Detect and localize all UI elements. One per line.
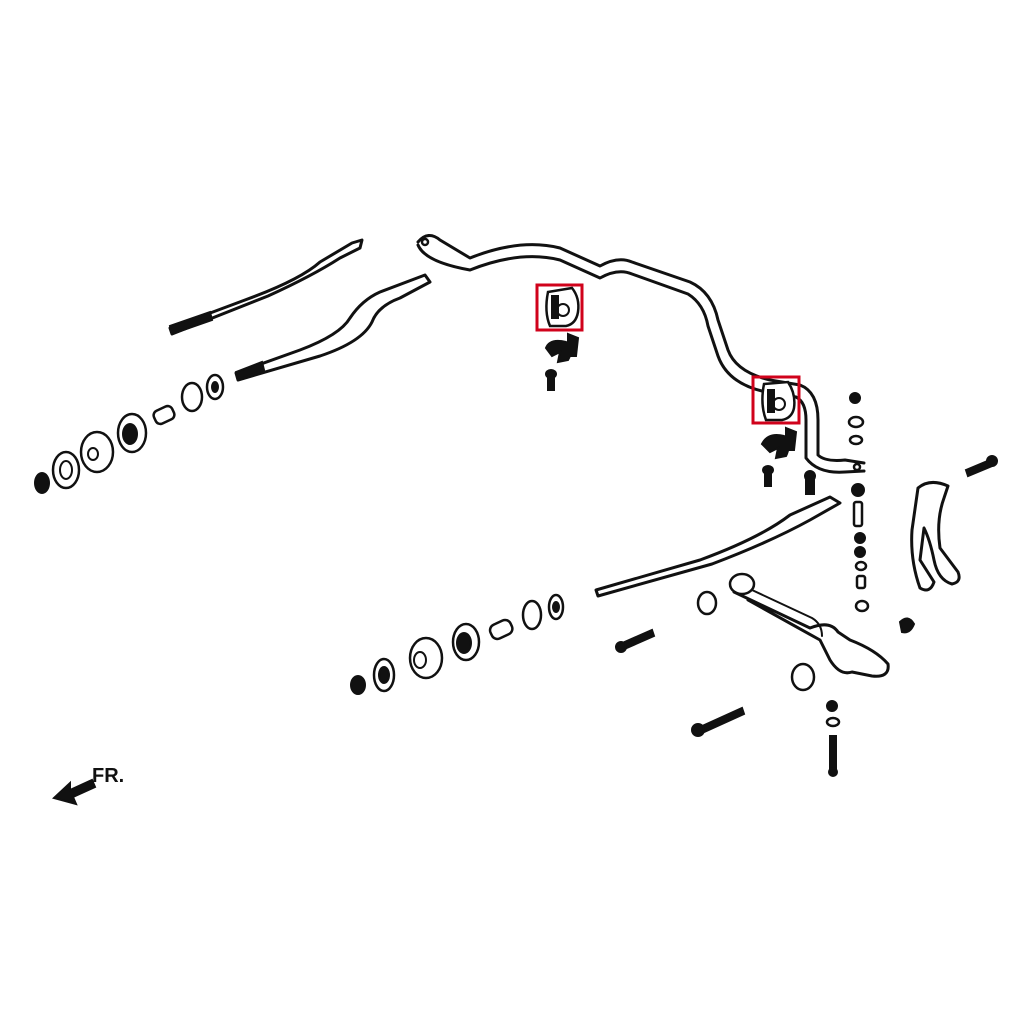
direction-label: FR. xyxy=(92,765,124,787)
arm-bolt-2 xyxy=(691,706,746,737)
stabilizer-bar xyxy=(416,234,866,474)
bushing-bracket-2 xyxy=(760,426,798,460)
front-direction-arrow-icon xyxy=(52,778,97,806)
end-link-stack xyxy=(847,392,870,613)
lower-control-arm xyxy=(696,572,890,692)
bracket-bolt-1 xyxy=(545,369,557,391)
lower-shock-bolt-stack xyxy=(825,700,841,777)
lower-radius-rod xyxy=(234,273,432,382)
arm-bolt-1 xyxy=(615,628,656,653)
fork-bolt xyxy=(964,455,998,478)
damper-fork xyxy=(910,481,961,592)
highlight-box-1 xyxy=(535,283,584,332)
stabilizer-bushing-1 xyxy=(545,286,580,328)
highlight-box-2 xyxy=(751,375,801,425)
upper-bushing-stack xyxy=(34,373,225,494)
tension-rod xyxy=(594,470,842,598)
upper-compliance-rod xyxy=(168,238,364,336)
bracket-bolt-2 xyxy=(762,465,774,487)
stabilizer-bushing-2 xyxy=(761,380,796,422)
ball-joint-nut xyxy=(898,617,916,634)
lower-bushing-stack xyxy=(350,593,565,695)
bushing-bracket-1 xyxy=(544,332,580,364)
